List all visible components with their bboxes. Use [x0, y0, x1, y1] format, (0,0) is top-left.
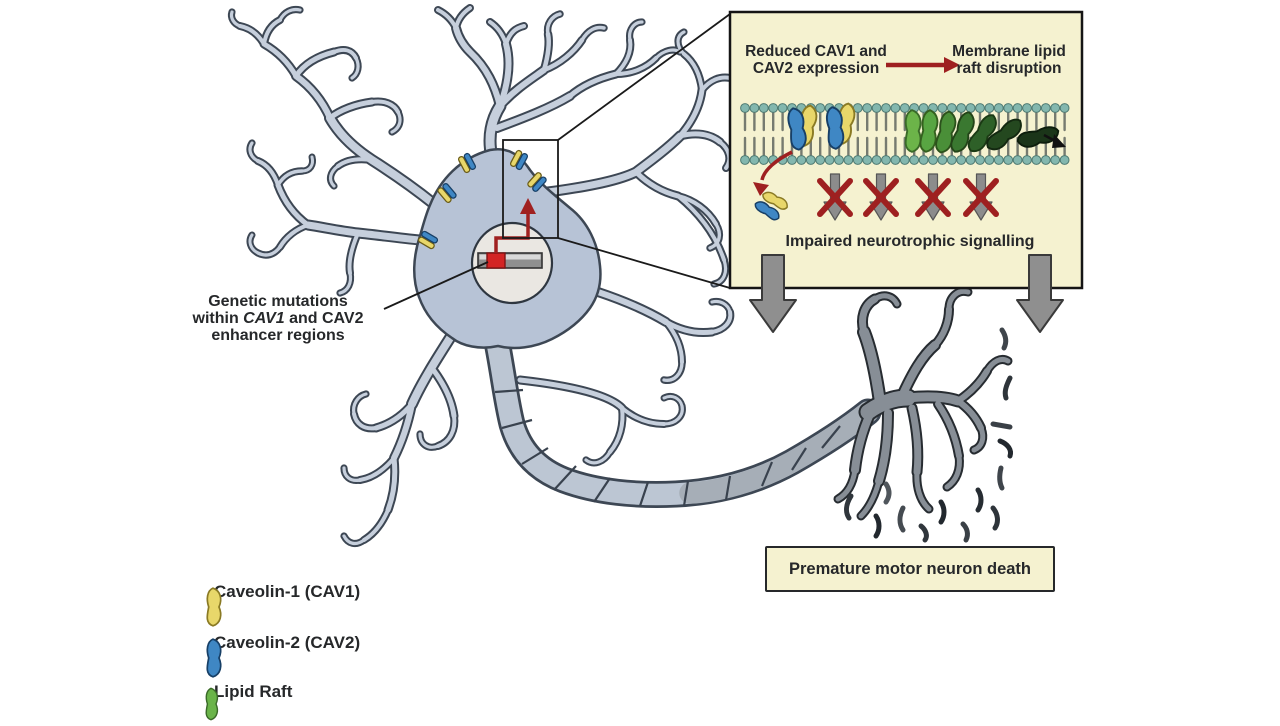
phospholipid-heads: [740, 103, 1070, 165]
inset-box: [728, 10, 1084, 290]
blocked-signal-icon: [963, 173, 999, 221]
legend-item-caveolin2: Caveolin-2 (CAV2): [201, 633, 361, 678]
blocked-signal-icon: [863, 173, 899, 221]
mutated-enhancer-block: [486, 252, 506, 269]
debris-fragments: [844, 327, 1013, 543]
blocked-signal-icon: [915, 173, 951, 221]
zoom-connector-top: [557, 13, 731, 141]
lipid-raft-icon: [205, 687, 219, 721]
axon-terminal-degenerating: [833, 286, 1013, 521]
genetic-mutations-label: Genetic mutations within CAV1 and CAV2 e…: [192, 293, 364, 344]
legend-label: Caveolin-2 (CAV2): [214, 633, 361, 652]
genetic-label-pointer-line: [383, 261, 489, 310]
impaired-signalling-label: Impaired neurotrophic signalling: [785, 233, 1035, 250]
premature-death-box: Premature motor neuron death: [765, 546, 1055, 592]
axon-distal-shading: [679, 401, 879, 504]
axon: [483, 328, 882, 508]
dendrites: [227, 4, 735, 548]
premature-death-label: Premature motor neuron death: [788, 559, 1032, 578]
down-arrow-icon: [749, 254, 797, 333]
gene-bar: [477, 252, 543, 269]
lipid-rafts: [904, 108, 1066, 157]
legend-label: Lipid Raft: [214, 682, 293, 701]
blocked-signal-icons: [817, 173, 999, 221]
zoom-connector-bottom: [557, 237, 731, 289]
myelin-segment-dividers: [494, 388, 841, 507]
legend-item-caveolin1: Caveolin-1 (CAV1): [201, 582, 361, 627]
legend-item-lipid-raft: Lipid Raft: [201, 682, 293, 721]
caveolin1-icon: [206, 587, 222, 627]
cav1-italic: CAV1: [243, 310, 285, 327]
caveolin2-icon: [206, 638, 222, 678]
raft-expulsion-arrow-icon: [1043, 133, 1066, 148]
lipid-raft-icon: [904, 109, 922, 153]
nucleus: [470, 221, 554, 305]
zoom-rectangle: [502, 139, 559, 239]
blocked-signal-icon: [817, 173, 853, 221]
caveolin-detachment-arrow: [753, 150, 793, 196]
membrane-disruption-label: Membrane lipid raft disruption: [952, 43, 1066, 77]
outcome-down-arrows: [749, 254, 1064, 333]
legend-label: Caveolin-1 (CAV1): [214, 582, 361, 601]
down-arrow-icon: [1016, 254, 1064, 333]
reduced-expression-label: Reduced CAV1 and CAV2 expression: [745, 43, 887, 77]
arrow-right-icon: [886, 57, 960, 73]
